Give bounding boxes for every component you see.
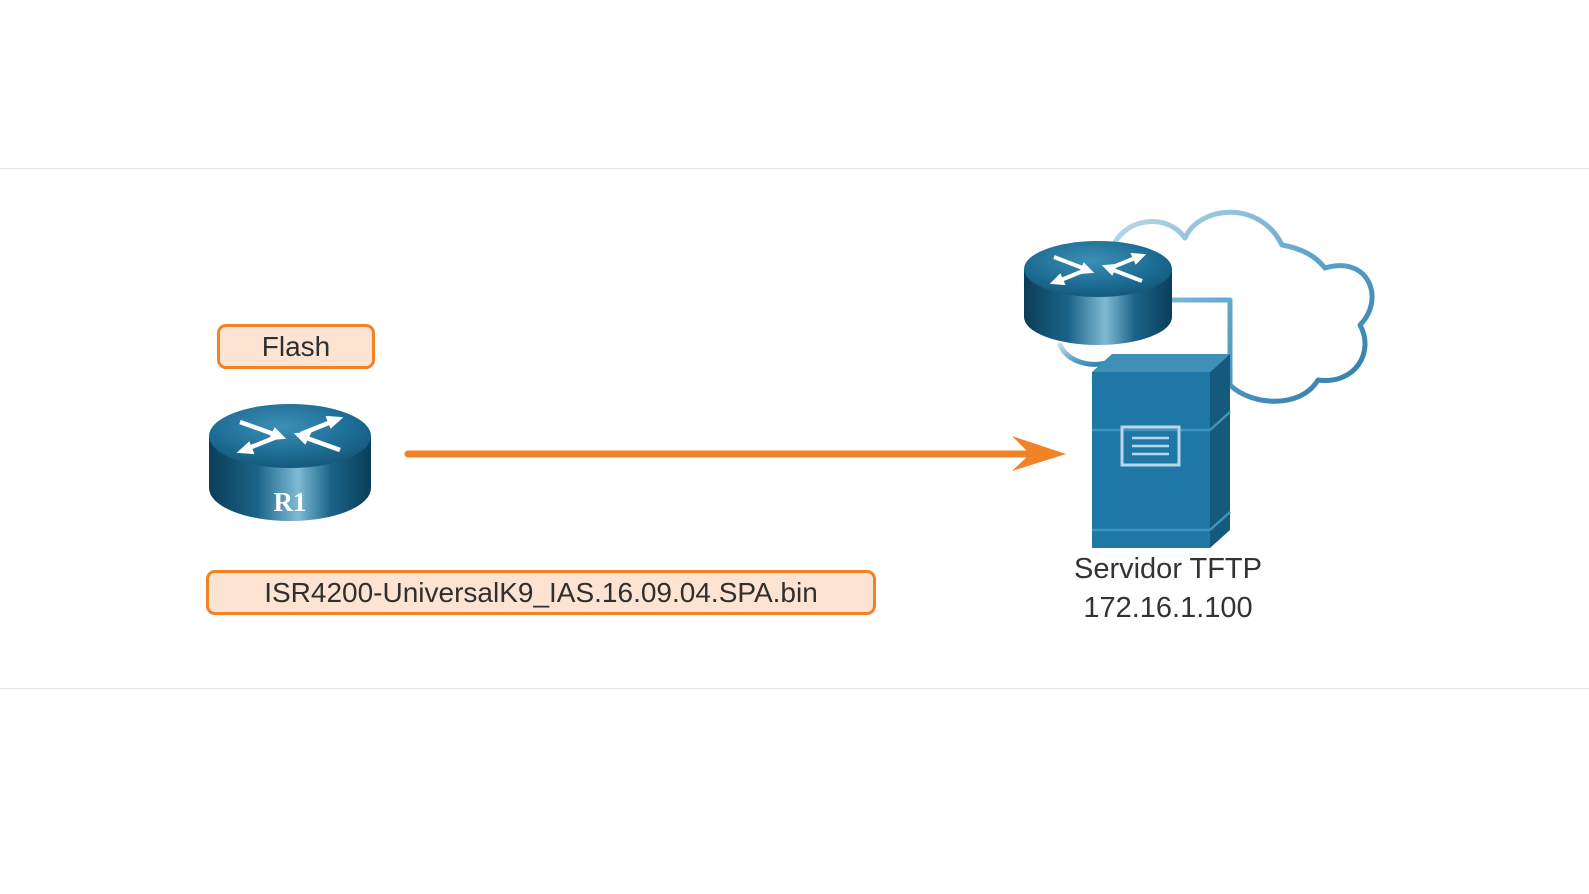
- server-icon: [1092, 354, 1231, 548]
- flash-label: Flash: [217, 324, 375, 369]
- top-divider: [0, 168, 1589, 169]
- arrow-right-icon: [404, 436, 1066, 471]
- bottom-divider: [0, 688, 1589, 689]
- router-label: R1: [274, 487, 307, 517]
- router-icon: R1: [209, 404, 371, 521]
- server-ip-label: 172.16.1.100: [1083, 592, 1253, 624]
- ios-image-filename: ISR4200-UniversalK9_IAS.16.09.04.SPA.bin: [206, 570, 876, 615]
- remote-router-icon: [1024, 241, 1172, 345]
- server-name-label: Servidor TFTP: [1073, 553, 1262, 585]
